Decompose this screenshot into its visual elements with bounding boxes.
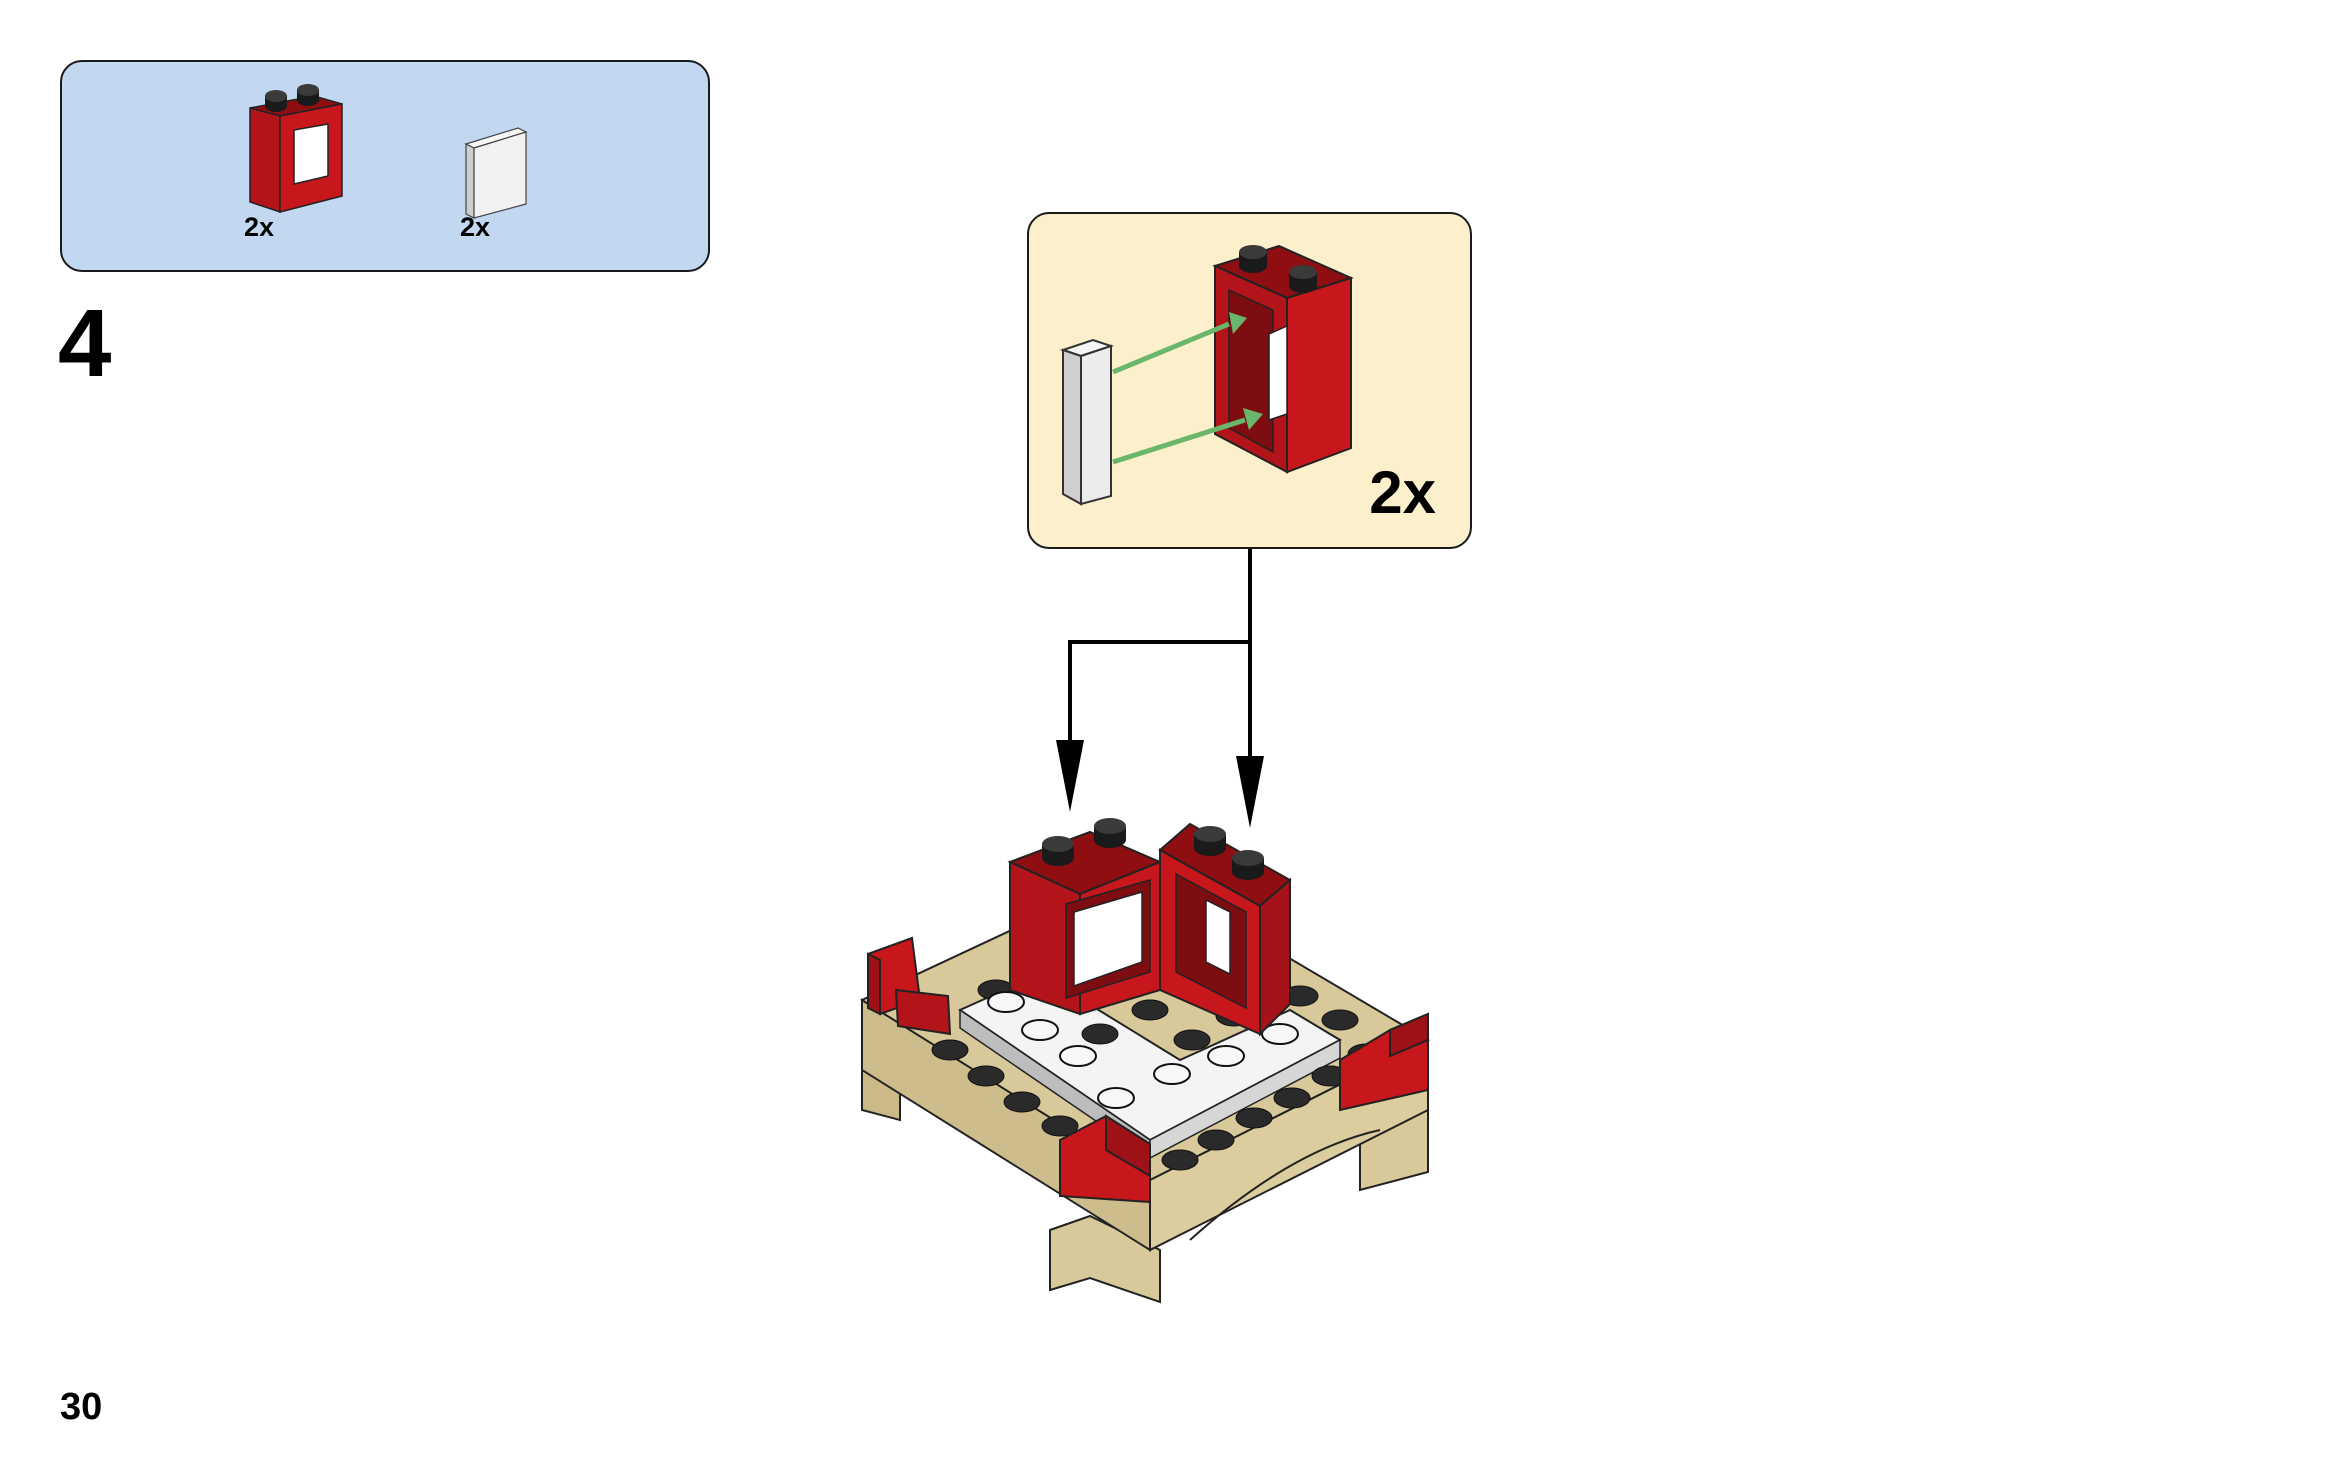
part-red-window-frame-icon [242, 84, 352, 214]
page-number: 30 [60, 1386, 103, 1428]
part-red-window-frame-qty: 2x [244, 212, 275, 242]
subassembly-quantity: 2x [1369, 459, 1436, 526]
subassembly-box: 2x [1027, 212, 1472, 549]
part-white-window-glass-icon [460, 122, 530, 222]
part-white-window-glass-qty: 2x [460, 212, 491, 242]
subassembly-illustration [1059, 244, 1354, 506]
parts-list-box: 2x 2x [60, 60, 710, 272]
step-number: 4 [58, 290, 112, 397]
